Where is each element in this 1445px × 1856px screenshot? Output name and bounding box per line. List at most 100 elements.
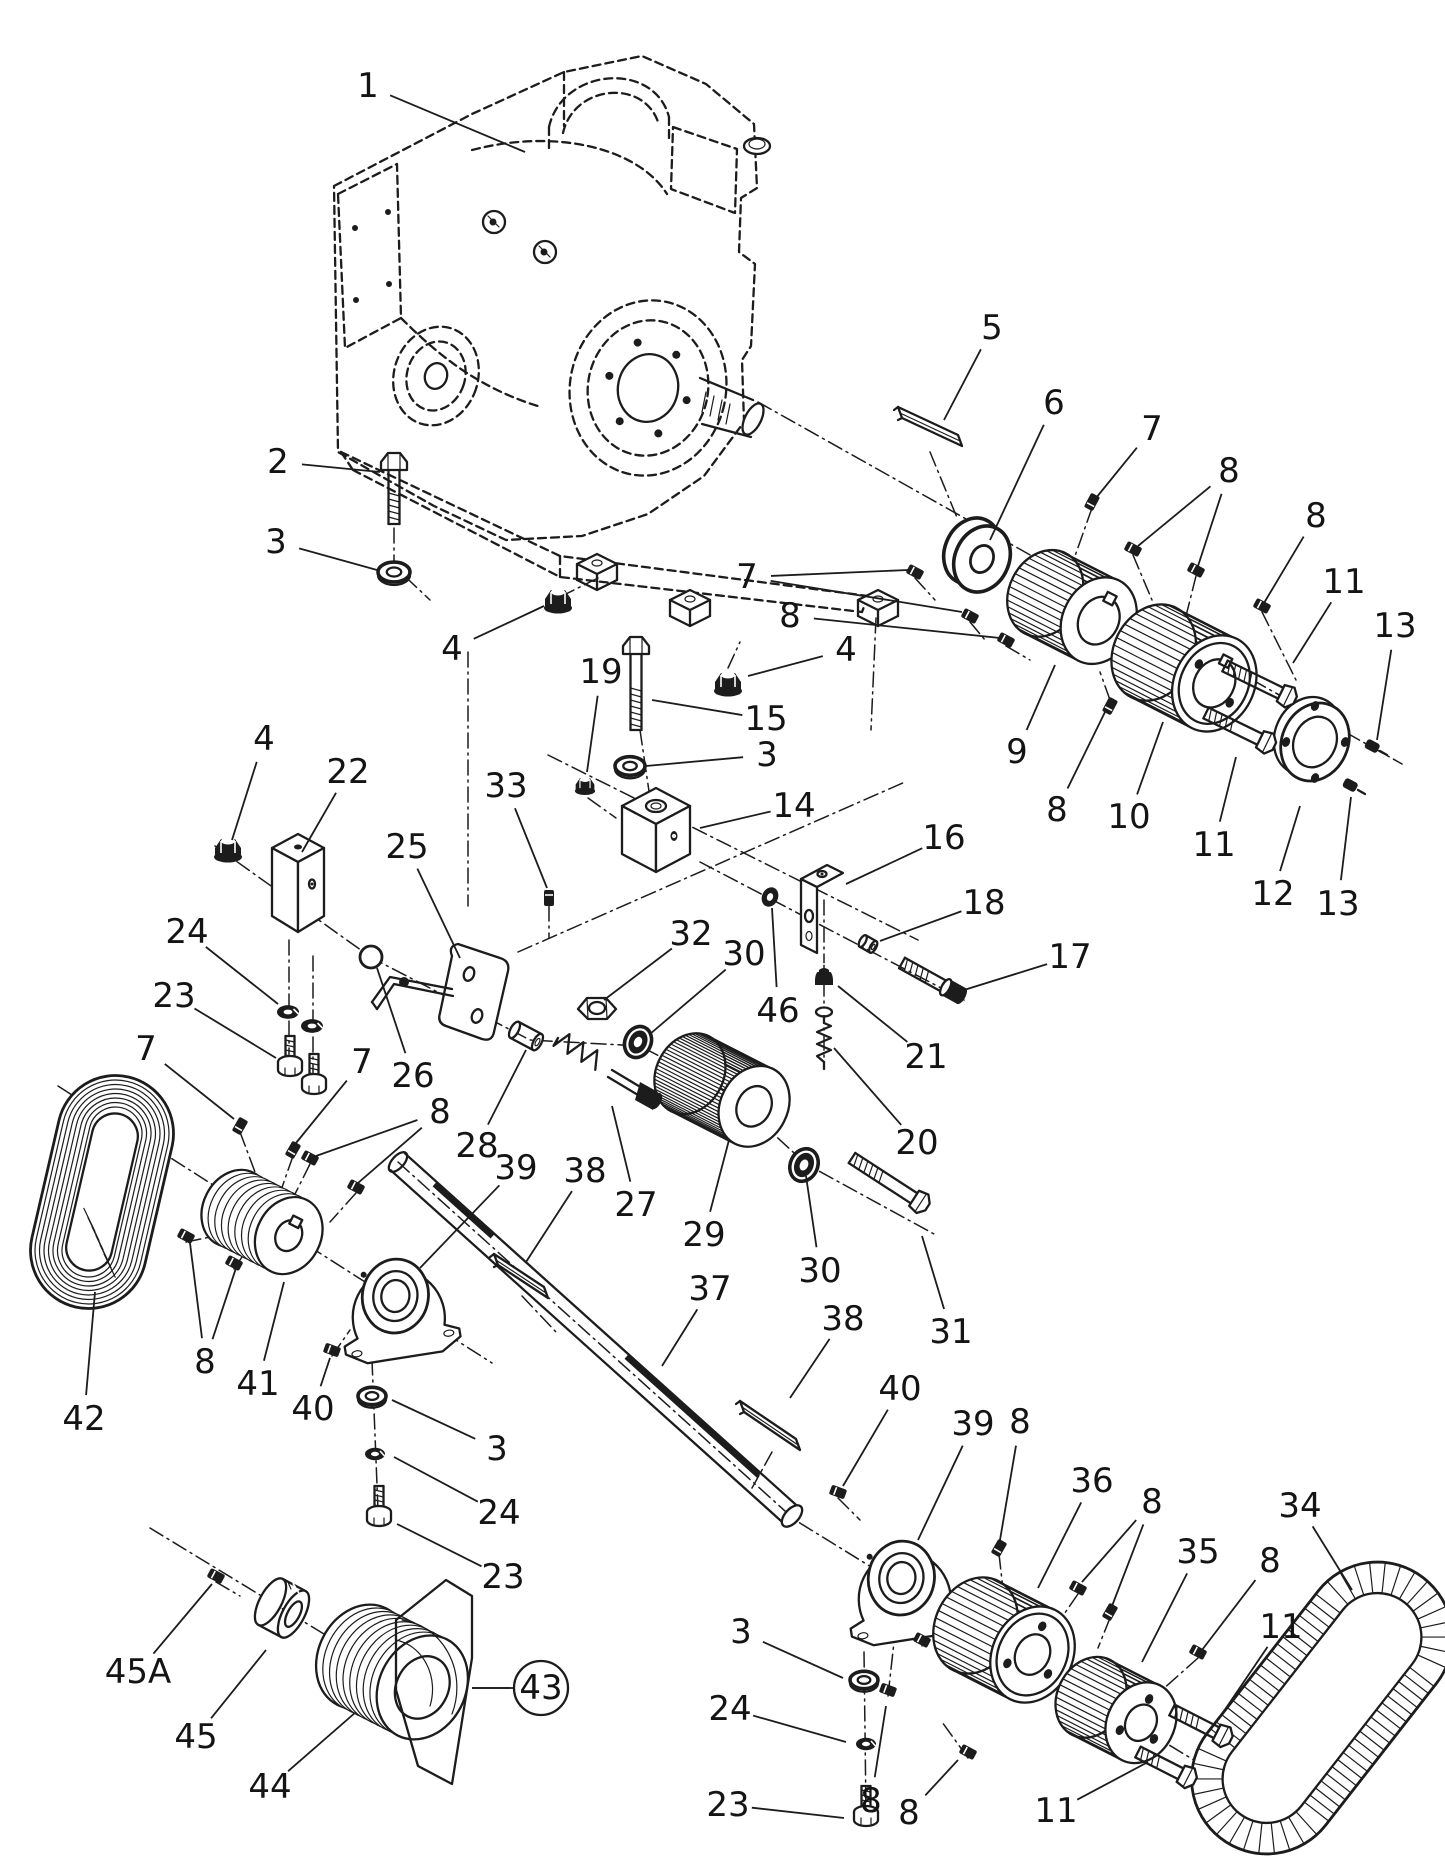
flat-washer bbox=[376, 560, 412, 587]
set-screw bbox=[879, 1683, 897, 1697]
hex-bolt bbox=[1221, 659, 1299, 709]
bearing-flange-12 bbox=[1272, 695, 1351, 783]
callout-label-46: 46 bbox=[756, 991, 799, 1031]
callout-label-45A: 45A bbox=[105, 1652, 172, 1692]
callout-label-7: 7 bbox=[135, 1029, 157, 1069]
callout-label-24: 24 bbox=[708, 1689, 751, 1729]
callout-7-44: 7 bbox=[135, 1029, 235, 1120]
callout-8-14: 8 bbox=[1263, 496, 1327, 604]
pillow-block-bearing bbox=[343, 1257, 462, 1365]
hex-bolt bbox=[379, 451, 409, 526]
callout-8-62: 8 bbox=[1081, 1482, 1163, 1607]
callout-8-69: 8 bbox=[898, 1759, 959, 1833]
acorn-lock-nut-21 bbox=[815, 963, 833, 985]
lock-washer bbox=[301, 1019, 324, 1033]
callout-2-1: 2 bbox=[267, 442, 381, 482]
bearing bbox=[787, 1146, 821, 1184]
set-screw bbox=[323, 1343, 341, 1357]
callout-8-20: 8 bbox=[1046, 709, 1107, 830]
callout-45-74: 45 bbox=[174, 1649, 267, 1757]
callout-label-11: 11 bbox=[1034, 1791, 1077, 1831]
callout-label-22: 22 bbox=[326, 752, 369, 792]
ribbed-belt-42 bbox=[29, 1074, 175, 1310]
callout-label-23: 23 bbox=[481, 1557, 524, 1597]
set-screw bbox=[1253, 598, 1271, 614]
callout-45A-73: 45A bbox=[105, 1583, 213, 1692]
trunnion-block-14 bbox=[620, 786, 692, 874]
callout-39-59: 39 bbox=[917, 1404, 995, 1541]
callout-label-7: 7 bbox=[1141, 409, 1163, 449]
lock-washer bbox=[856, 1737, 877, 1751]
flat-washer bbox=[613, 754, 647, 780]
timing-pulley-36 bbox=[932, 1576, 1076, 1704]
timing-pulley-35 bbox=[1054, 1655, 1178, 1765]
set-screw bbox=[959, 1744, 977, 1760]
drive-washer-6 bbox=[941, 516, 1013, 594]
callout-31-34: 31 bbox=[921, 1235, 973, 1352]
flat-washer bbox=[848, 1669, 880, 1693]
set-screw bbox=[906, 564, 924, 580]
callout-label-12: 12 bbox=[1251, 874, 1294, 914]
callout-43-76: 43 bbox=[472, 1659, 570, 1717]
callout-label-16: 16 bbox=[922, 818, 965, 858]
callout-label-23: 23 bbox=[152, 976, 195, 1016]
callout-label-39: 39 bbox=[951, 1404, 994, 1444]
callout-label-3: 3 bbox=[265, 522, 287, 562]
callout-3-2: 3 bbox=[265, 522, 378, 571]
callout-9-19: 9 bbox=[1006, 664, 1056, 772]
callout-label-8: 8 bbox=[779, 596, 801, 636]
callout-8-46: 8 bbox=[315, 1092, 451, 1184]
callout-label-8: 8 bbox=[1259, 1541, 1281, 1581]
callout-11-22: 11 bbox=[1192, 756, 1237, 865]
callout-label-37: 37 bbox=[688, 1269, 731, 1309]
set-screw bbox=[1124, 541, 1142, 557]
callout-label-29: 29 bbox=[682, 1215, 725, 1255]
callout-8-60: 8 bbox=[999, 1402, 1031, 1541]
callout-label-25: 25 bbox=[385, 827, 428, 867]
callout-label-24: 24 bbox=[165, 912, 208, 952]
callout-1-0: 1 bbox=[357, 66, 526, 153]
callout-17-27: 17 bbox=[963, 937, 1092, 991]
callout-3-51: 3 bbox=[391, 1399, 508, 1469]
callout-label-8: 8 bbox=[194, 1342, 216, 1382]
hex-cap-screw bbox=[300, 1052, 328, 1096]
set-screw bbox=[544, 890, 554, 906]
callout-label-44: 44 bbox=[248, 1767, 291, 1807]
callout-36-61: 36 bbox=[1037, 1461, 1114, 1589]
callout-label-24: 24 bbox=[477, 1493, 520, 1533]
callout-41-49: 41 bbox=[236, 1281, 285, 1404]
shaft-key bbox=[892, 405, 964, 448]
callout-24-52: 24 bbox=[393, 1456, 521, 1533]
callout-10-21: 10 bbox=[1107, 721, 1164, 837]
callout-25-39: 25 bbox=[385, 827, 461, 959]
timing-pulley-10 bbox=[1110, 603, 1258, 733]
hex-bolt bbox=[1134, 1745, 1198, 1790]
callout-label-42: 42 bbox=[62, 1399, 105, 1439]
callout-15-6: 15 bbox=[651, 699, 788, 739]
callout-label-14: 14 bbox=[772, 786, 815, 826]
callout-13-24: 13 bbox=[1316, 796, 1360, 924]
anchor-block-22 bbox=[270, 832, 326, 934]
set-screw bbox=[991, 1539, 1007, 1557]
parts-layer bbox=[29, 54, 1445, 1856]
callout-26-38: 26 bbox=[376, 967, 435, 1096]
callout-label-31: 31 bbox=[929, 1312, 972, 1352]
callout-label-5: 5 bbox=[981, 308, 1003, 348]
callout-label-9: 9 bbox=[1006, 732, 1028, 772]
callout-37-56: 37 bbox=[661, 1269, 732, 1367]
callout-38-57: 38 bbox=[789, 1299, 865, 1399]
callout-label-6: 6 bbox=[1043, 383, 1065, 423]
callout-label-19: 19 bbox=[579, 652, 622, 692]
callout-label-11: 11 bbox=[1192, 825, 1235, 865]
callout-label-8: 8 bbox=[898, 1793, 920, 1833]
tension-lever-25 bbox=[370, 942, 510, 1041]
callout-8-18: 8 bbox=[779, 596, 1001, 639]
callout-18-26: 18 bbox=[879, 883, 1006, 942]
spacer bbox=[857, 934, 879, 954]
callout-label-26: 26 bbox=[391, 1056, 434, 1096]
callout-22-40: 22 bbox=[301, 752, 370, 853]
callout-label-2: 2 bbox=[267, 442, 289, 482]
detent-ball-26 bbox=[358, 944, 384, 970]
set-screw bbox=[207, 1568, 225, 1584]
callout-label-3: 3 bbox=[730, 1612, 752, 1652]
